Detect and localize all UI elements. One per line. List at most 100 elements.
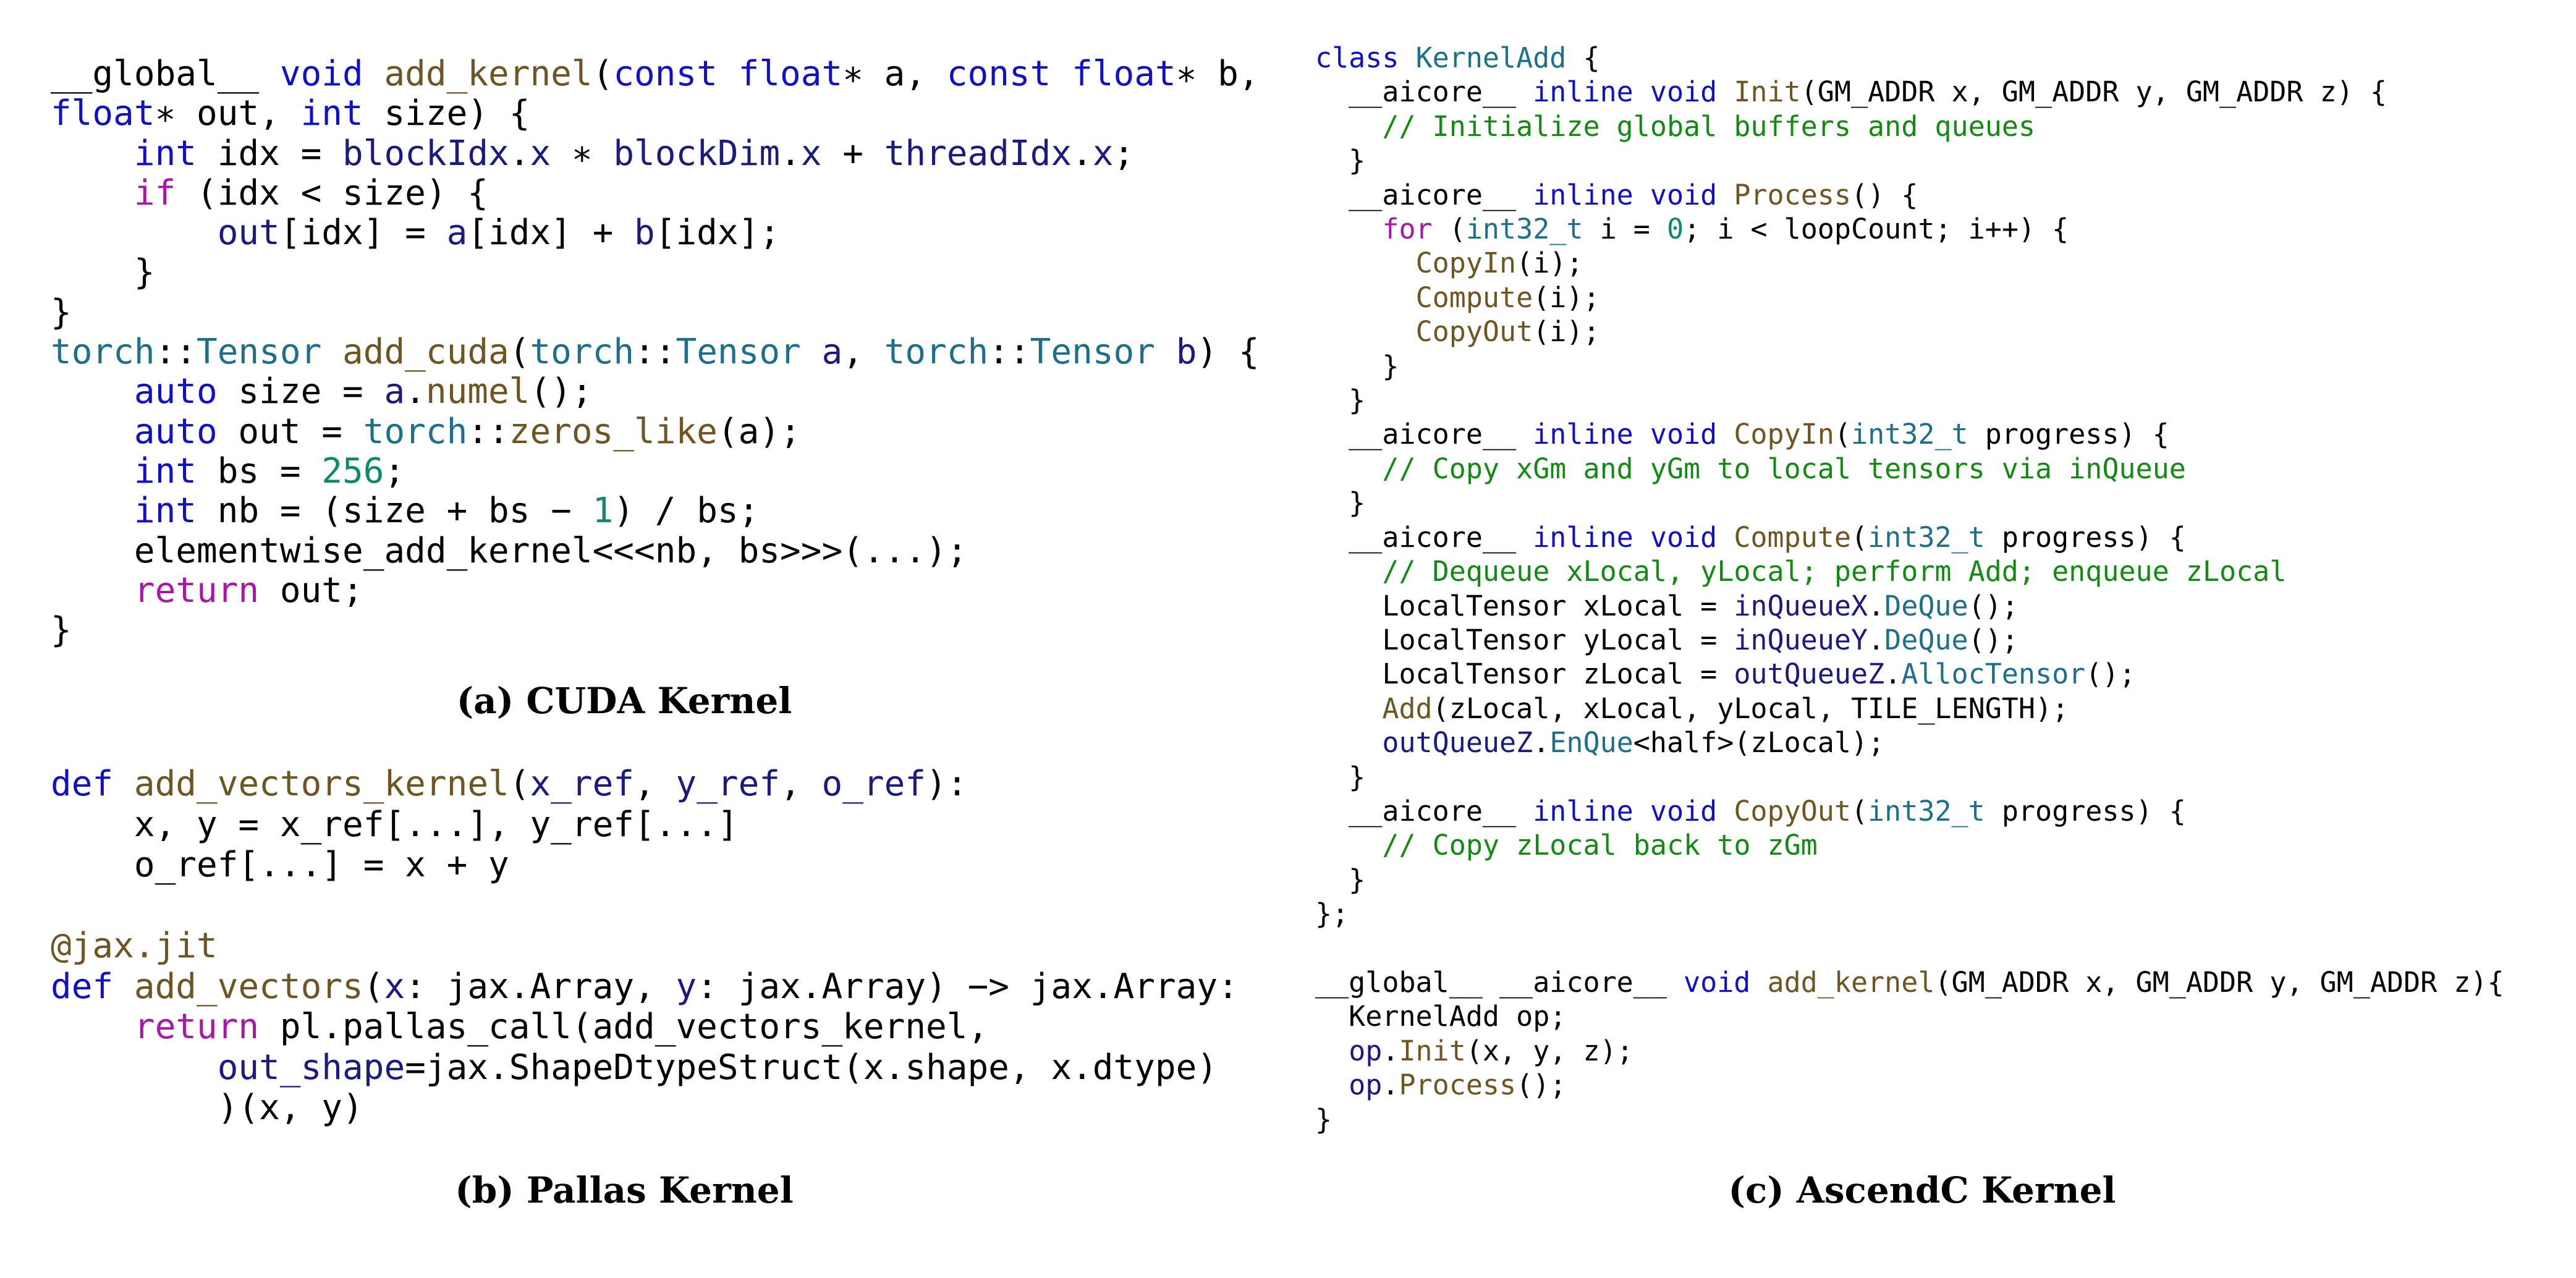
code-token: inline	[1533, 418, 1633, 451]
code-line: op.Init(x, y, z);	[1315, 1035, 1633, 1067]
code-token: LocalTensor zLocal =	[1315, 658, 1734, 691]
code-line: // Dequeue xLocal, yLocal; perform Add; …	[1315, 555, 2286, 588]
code-token: __aicore__	[1315, 75, 1533, 109]
code-token	[51, 371, 134, 412]
code-token: outQueueZ	[1734, 658, 1885, 691]
code-token: )(x, y)	[51, 1088, 363, 1128]
code-token: // Initialize global buffers and queues	[1382, 109, 2035, 143]
code-token: DeQue	[1884, 589, 1968, 622]
code-line: __aicore__ inline void Compute(int32_t p…	[1315, 521, 2186, 554]
code-token	[1051, 54, 1072, 94]
code-token: }	[1315, 760, 1366, 793]
code-token: void	[1650, 418, 1718, 451]
code-line: __global__ void add_kernel(const float∗ …	[51, 54, 1260, 94]
code-token	[1633, 418, 1650, 451]
code-token: op	[1349, 1034, 1383, 1067]
code-token	[718, 54, 739, 94]
code-token: torch	[51, 332, 155, 373]
code-token: ();	[1968, 623, 2019, 656]
code-token: inline	[1533, 75, 1633, 109]
code-token	[51, 451, 134, 491]
code-token: }	[1315, 144, 1366, 177]
code-line: for (int32_t i = 0; i < loopCount; i++) …	[1315, 213, 2069, 245]
code-token: [idx] +	[467, 213, 635, 253]
code-line: @jax.jit	[51, 926, 218, 966]
code-line: def add_vectors_kernel(x_ref, y_ref, o_r…	[51, 764, 968, 804]
code-token: .	[509, 133, 530, 174]
code-line: // Initialize global buffers and queues	[1315, 110, 2035, 143]
code-line: Add(zLocal, xLocal, yLocal, TILE_LENGTH)…	[1315, 692, 2069, 725]
code-token: }	[51, 610, 72, 651]
code-token: void	[1650, 520, 1718, 554]
code-token	[1750, 966, 1767, 999]
code-token: 1	[592, 491, 614, 531]
code-token: o_ref	[821, 764, 926, 804]
code-token: ∗ out,	[155, 93, 301, 134]
code-token: =jax.ShapeDtypeStruct(x.shape, x.dtype)	[405, 1047, 1218, 1088]
code-token: }	[1315, 1102, 1332, 1136]
code-token: (	[1432, 213, 1466, 246]
code-line: outQueueZ.EnQue<half>(zLocal);	[1315, 726, 1884, 759]
code-token: KernelAdd op;	[1315, 1000, 1567, 1033]
code-token: auto	[133, 371, 218, 412]
code-token: nb = (size + bs −	[197, 491, 593, 531]
code-token: elementwise_add_kernel<<<nb, bs>>>(...);	[51, 530, 968, 571]
code-token: for	[1382, 213, 1433, 246]
code-token: (	[509, 332, 530, 373]
code-token: CopyIn	[1415, 247, 1517, 280]
code-token: () {	[1850, 178, 1918, 211]
code-token: Add	[1382, 692, 1433, 725]
code-token: o_ref[...] = x + y	[51, 845, 509, 885]
code-token: def	[51, 764, 114, 804]
code-token: (idx < size) {	[176, 172, 489, 213]
code-token: const	[613, 54, 718, 94]
code-token: torch	[884, 332, 989, 373]
code-token: x	[384, 966, 405, 1007]
code-token: pl.pallas_call(add_vectors_kernel,	[259, 1007, 989, 1047]
code-token: ();	[1516, 1069, 1567, 1102]
caption-ascendc-kernel: (c) AscendC Kernel	[1728, 1169, 2116, 1211]
code-line: def add_vectors(x: jax.Array, y: jax.Arr…	[51, 967, 1239, 1007]
code-token: ∗ b,	[1176, 54, 1260, 94]
code-token: int	[133, 133, 197, 174]
code-token: idx =	[197, 133, 343, 174]
code-token: (	[363, 966, 384, 1007]
code-token: ::	[988, 332, 1030, 373]
code-token: ; i < loopCount; i++) {	[1684, 213, 2069, 246]
code-token: int32_t	[1868, 520, 1985, 554]
code-line: CopyIn(i);	[1315, 247, 1583, 279]
code-token: ::	[467, 411, 509, 452]
code-token: out_shape	[217, 1047, 405, 1088]
code-token: add_kernel	[1767, 965, 1935, 999]
code-line: }	[51, 252, 155, 292]
code-token: y	[676, 966, 697, 1007]
code-token: int32_t	[1465, 213, 1583, 246]
code-token: ;	[384, 451, 405, 491]
code-token: .	[1868, 623, 1885, 656]
code-token: (GM_ADDR x, GM_ADDR y, GM_ADDR z) {	[1800, 75, 2387, 109]
code-token: x_ref	[530, 764, 635, 804]
code-token	[51, 412, 134, 452]
code-token: Tensor	[197, 332, 322, 373]
code-token: Tensor	[676, 332, 801, 373]
code-token: }	[1315, 486, 1366, 520]
code-token: CopyOut	[1734, 794, 1851, 827]
code-token: void	[1650, 178, 1718, 211]
code-token: class	[1315, 41, 1399, 74]
code-line: }	[51, 610, 72, 650]
code-line: LocalTensor yLocal = inQueueY.DeQue();	[1315, 624, 2019, 656]
code-token: ∗ a,	[842, 54, 947, 94]
code-line: }	[1315, 144, 1365, 177]
code-token: out	[217, 213, 280, 253]
code-token: 0	[1666, 213, 1684, 246]
code-line: }	[1315, 863, 1365, 896]
code-token: }	[1315, 384, 1366, 417]
code-token: Tensor	[1030, 332, 1155, 373]
code-token: (	[509, 764, 530, 804]
code-token: +	[821, 133, 884, 174]
code-token	[1315, 726, 1382, 759]
code-token: inline	[1533, 178, 1633, 211]
code-token: .	[1072, 133, 1093, 174]
code-token: Process	[1734, 178, 1851, 211]
code-line: x, y = x_ref[...], y_ref[...]	[51, 805, 739, 845]
